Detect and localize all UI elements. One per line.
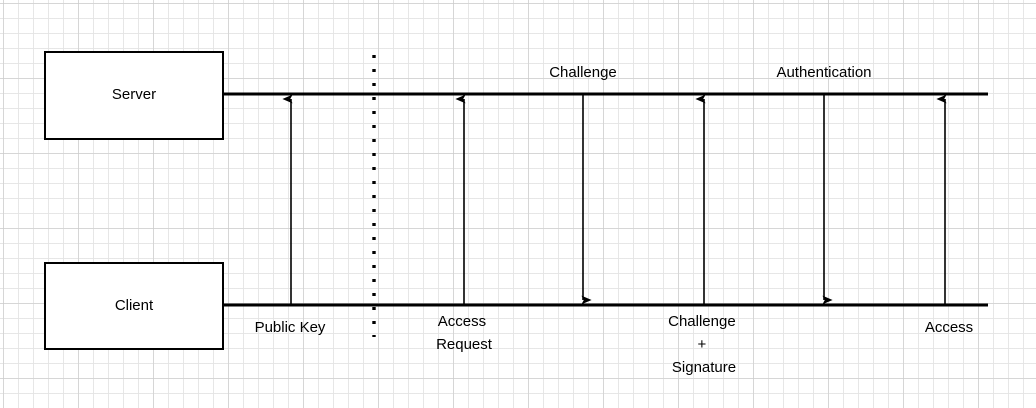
challenge-signature-label-line-2: + xyxy=(698,336,707,353)
message-challenge-signature[interactable]: Challenge + Signature xyxy=(668,94,740,376)
message-access[interactable]: Access xyxy=(925,94,973,336)
challenge-signature-label-line-1: Challenge xyxy=(668,313,736,330)
challenge-label: Challenge xyxy=(549,64,617,81)
node-server-label: Server xyxy=(112,86,156,103)
node-client-box[interactable] xyxy=(44,262,224,350)
challenge-signature-label: Challenge + Signature xyxy=(668,313,740,376)
access-request-label-line-1: Access xyxy=(438,313,486,330)
challenge-signature-label-line-3: Signature xyxy=(672,359,736,376)
authentication-label: Authentication xyxy=(776,64,871,81)
node-client-label: Client xyxy=(115,297,154,314)
message-access-request[interactable]: Access Request xyxy=(436,94,493,353)
access-request-label: Access Request xyxy=(436,313,493,353)
message-authentication[interactable]: Authentication xyxy=(776,64,872,305)
access-label: Access xyxy=(925,319,973,336)
message-challenge[interactable]: Challenge xyxy=(549,64,617,305)
node-server-box[interactable] xyxy=(44,51,224,140)
message-public-key[interactable]: Public Key xyxy=(255,94,326,336)
node-server[interactable]: Server xyxy=(44,51,224,140)
node-client[interactable]: Client xyxy=(44,262,224,350)
access-request-label-line-2: Request xyxy=(436,336,493,353)
public-key-label: Public Key xyxy=(255,319,326,336)
